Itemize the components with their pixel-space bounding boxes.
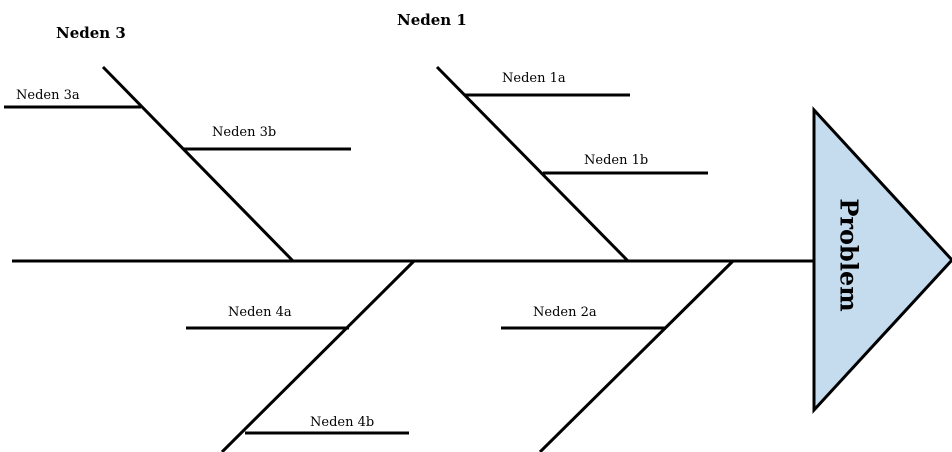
cause-4a-label: Neden 4a (228, 305, 292, 320)
cause-1-bone (435, 65, 630, 263)
problem-head (812, 106, 952, 414)
cause-4b-label: Neden 4b (310, 415, 374, 430)
cause-4-bone (220, 259, 416, 452)
cause-2a-label: Neden 2a (533, 305, 597, 320)
cause-1b-label: Neden 1b (584, 153, 648, 168)
cause-1a-label: Neden 1a (502, 71, 566, 86)
cause-2-bone (538, 259, 735, 452)
cause-1-label: Neden 1 (397, 11, 467, 29)
cause-3b-label: Neden 3b (212, 125, 276, 140)
cause-3-label: Neden 3 (56, 24, 126, 42)
cause-3a-label: Neden 3a (16, 88, 80, 103)
problem-label: Problem (835, 198, 864, 311)
cause-3-bone (101, 65, 295, 263)
